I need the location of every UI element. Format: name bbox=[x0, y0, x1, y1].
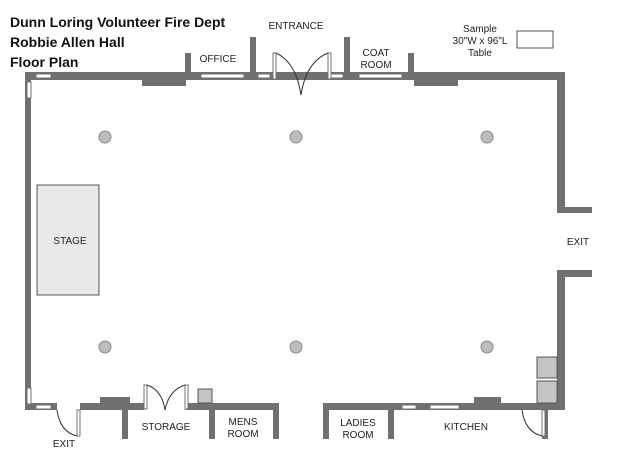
column bbox=[289, 340, 303, 354]
column bbox=[98, 130, 112, 144]
label-mens-2: ROOM bbox=[227, 429, 258, 440]
label-exit-right: EXIT bbox=[567, 237, 589, 248]
label-entrance: ENTRANCE bbox=[268, 21, 323, 32]
label-mens-1: MENS bbox=[229, 417, 258, 428]
label-coat-1: COAT bbox=[362, 48, 389, 59]
entrance-doors[interactable] bbox=[272, 52, 332, 96]
label-coat-2: ROOM bbox=[360, 60, 391, 71]
sample-table bbox=[516, 30, 554, 49]
label-ladies-1: LADIES bbox=[340, 418, 376, 429]
column bbox=[98, 340, 112, 354]
exit-door-left[interactable] bbox=[56, 409, 81, 437]
label-kitchen: KITCHEN bbox=[444, 422, 488, 433]
storage-fixture bbox=[197, 388, 213, 404]
title-line-1: Dunn Loring Volunteer Fire Dept bbox=[10, 14, 226, 30]
label-office: OFFICE bbox=[200, 54, 237, 65]
kitchen-door[interactable] bbox=[521, 409, 546, 437]
column bbox=[289, 130, 303, 144]
title-line-3: Floor Plan bbox=[10, 54, 78, 70]
walls bbox=[25, 37, 592, 439]
column bbox=[480, 130, 494, 144]
kitchen-appliance bbox=[536, 380, 558, 404]
label-exit-left: EXIT bbox=[53, 439, 75, 450]
column bbox=[480, 340, 494, 354]
legend-line-2: 30"W x 96"L bbox=[453, 36, 508, 47]
label-stage: STAGE bbox=[53, 236, 86, 247]
legend-line-1: Sample bbox=[463, 24, 497, 35]
storage-doors[interactable] bbox=[143, 384, 189, 411]
label-storage: STORAGE bbox=[142, 422, 191, 433]
legend-line-3: Table bbox=[468, 48, 492, 59]
label-ladies-2: ROOM bbox=[342, 430, 373, 441]
title-line-2: Robbie Allen Hall bbox=[10, 34, 125, 50]
stage bbox=[36, 184, 100, 296]
windows bbox=[26, 73, 460, 410]
kitchen-appliance bbox=[536, 356, 558, 379]
